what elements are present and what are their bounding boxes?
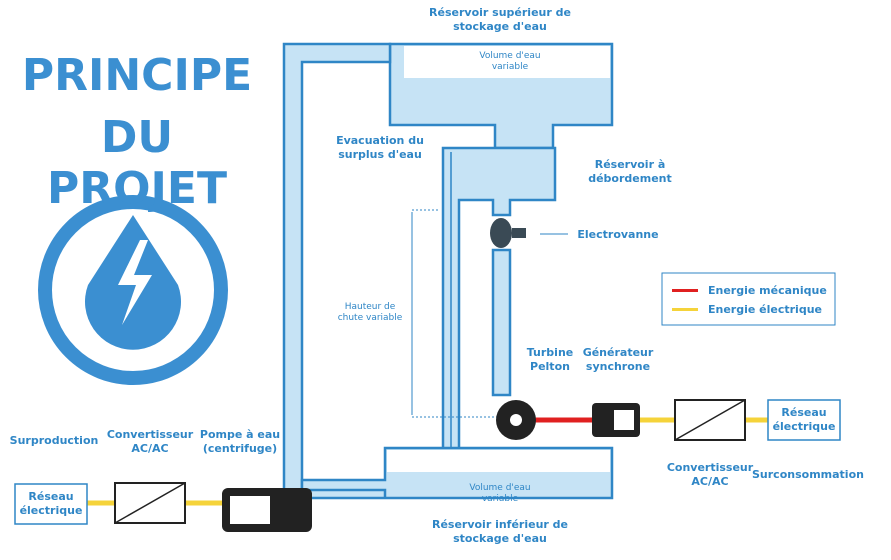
electrovanne-label: Electrovanne [577,228,659,241]
upper-reservoir-label: Réservoir supérieur de stockage d'eau [429,6,571,33]
converter-left-label: Convertisseur AC/AC [106,428,194,455]
legend-mechanical-label: Energie mécanique [708,284,827,297]
surproduction-label: Surproduction [9,434,99,447]
legend-mechanical: Energie mécanique [672,284,827,297]
grid-right-label: Réseau électrique [772,406,836,433]
legend-box [661,272,836,326]
overflow-reservoir-label: Réservoir à débordement [588,158,672,185]
page-title-line2: DU PROJET [47,112,227,214]
converter-right-icon [674,399,746,441]
lower-volume-label: Volume d'eau variable [469,483,531,504]
legend-electrical-swatch [672,308,698,311]
generator-window [614,410,634,430]
pump-label: Pompe à eau (centrifuge) [199,428,281,455]
return-pipe [302,488,387,498]
grid-left-label: Réseau électrique [19,490,83,517]
legend-electrical: Energie électrique [672,303,822,316]
turbine-label: Turbine Pelton [526,346,574,373]
converter-left-icon [114,482,186,524]
evacuation-label: Evacuation du surplus d'eau [336,134,424,161]
head-height-label: Hauteur de chute variable [337,302,403,323]
powerfall-logo [38,195,228,385]
turbine-icon [496,400,536,440]
legend-electrical-label: Energie électrique [708,303,822,316]
lower-volume-area [387,450,610,472]
grid-left-box [14,483,88,525]
converter-right-label: Convertisseur AC/AC [666,461,754,488]
upper-volume-area [404,46,610,78]
rising-pipe [282,42,392,492]
upper-volume-label: Volume d'eau variable [479,51,541,72]
legend-mechanical-swatch [672,289,698,292]
lower-reservoir-label: Réservoir inférieur de stockage d'eau [431,518,569,545]
electrovanne-valve [490,218,512,248]
grid-right-box [767,399,841,441]
generator-label: Générateur synchrone [582,346,654,373]
penstock [491,248,512,397]
page-title-line1: PRINCIPE [21,50,253,101]
surconsommation-label: Surconsommation [752,468,864,481]
pump-icon [222,488,312,532]
electrovanne-stem [512,228,526,238]
